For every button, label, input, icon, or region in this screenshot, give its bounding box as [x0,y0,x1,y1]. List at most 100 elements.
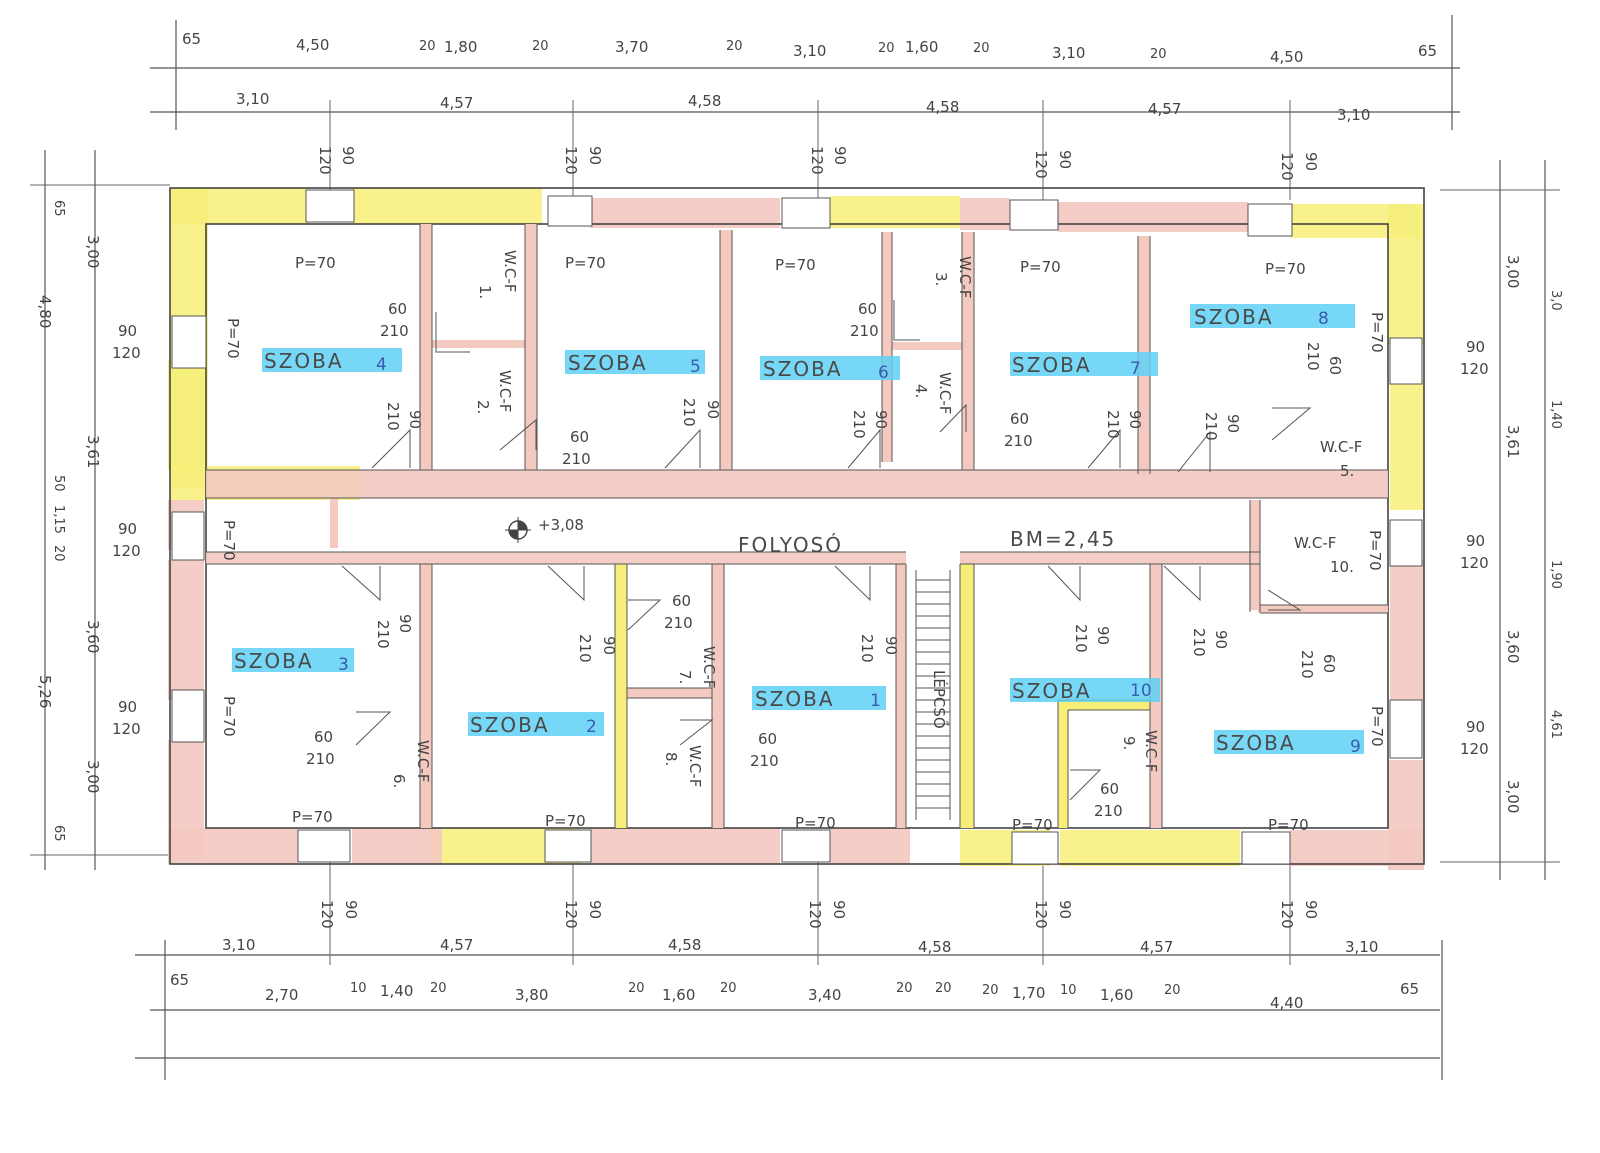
win-left-a-120: 120 [112,344,141,362]
win-top-a-90: 90 [339,146,357,165]
door-swings [341,300,1312,801]
room-8-number: 8 [1318,309,1329,329]
right-dimension-lines [1440,160,1560,880]
parapet-room-9-bottom: P=70 [1268,816,1309,834]
dim-top-1-9: 1,60 [905,38,938,56]
win-top-c-120: 120 [808,146,826,175]
dim-bot-2-4: 20 [430,981,447,996]
room-4-label: SZOBA [264,349,344,373]
parapet-room-7-top: P=70 [1020,258,1061,276]
door-bottom-b: 210 [562,450,591,468]
dim-left-4: 50 [51,475,66,492]
stair-label: LÉPCSŐ [930,670,950,729]
wc-8-label: W.C-F [686,745,704,787]
dim-top-2-2: 4,58 [688,92,721,110]
wc-2-number: 2. [474,400,492,414]
dim-bot-2-16: 20 [1164,983,1181,998]
room-9-number: 9 [1350,737,1361,757]
door-bottom-g: 210 [306,750,335,768]
wc-1-label: W.C-F [501,250,519,292]
corridor-level: +3,08 [538,516,584,534]
dim-bot-2-8: 20 [720,981,737,996]
wc-labels: W.C-F 1. W.C-F 2. W.C-F 3. W.C-F 4. W.C-… [390,250,1362,788]
parapet-room-4-top: P=70 [295,254,336,272]
wc-3-number: 3. [932,272,950,286]
parapet-room-3-side-a: P=70 [220,520,238,561]
corridor-annotation: +3,08 FOLYOSÓ BM=2,45 [505,516,1116,557]
win-bot-b-90: 90 [586,900,604,919]
door90-a-90: 90 [406,410,424,429]
dim-bot-2-17: 4,40 [1270,994,1303,1012]
dim-bot-2-5: 3,80 [515,986,548,1004]
wc-7-number: 7. [676,670,694,684]
parapet-room-10-bottom: P=70 [1012,816,1053,834]
win-top-a-120: 120 [316,146,334,175]
door-bottom-h: 210 [1094,802,1123,820]
room-3-label: SZOBA [234,649,314,673]
corridor-label: FOLYOSÓ [738,533,843,557]
dim-bot-2-18: 65 [1400,980,1419,998]
dim-bot-2-3: 1,40 [380,982,413,1000]
wc-9-label: W.C-F [1142,730,1160,772]
room-1-number: 1 [870,691,881,711]
win-right-c-90: 90 [1466,718,1485,736]
win-top-b-90: 90 [586,146,604,165]
window-size-labels: 90 120 90 120 90 120 90 120 90 120 90 12… [112,146,1489,929]
parapet-room-4-side: P=70 [224,318,242,359]
dim-left-9: 3,00 [84,760,102,793]
dim-right-3: 3,00 [1504,780,1522,813]
door90-i-90: 90 [882,636,900,655]
dim-bot-1-5: 3,10 [1345,938,1378,956]
dim-bot-1-1: 4,57 [440,936,473,954]
door-90-210-labels: 90 210 90 210 90 210 90 210 90 210 60 21… [374,342,1344,679]
door90-k-210: 210 [1190,628,1208,657]
dim-left-8: 5,26 [36,675,54,708]
right-dimension-texts: 3,00 3,61 3,60 3,00 3,0 1,40 1,90 4,61 [1504,255,1563,813]
door-top-d: 60 [1010,410,1029,428]
win-top-d-120: 120 [1032,150,1050,179]
win-top-d-90: 90 [1056,150,1074,169]
dim-right-1: 3,61 [1504,425,1522,458]
dim-top-1-10: 20 [973,41,990,56]
win-bot-d-90: 90 [1056,900,1074,919]
door-top-f: 60 [758,730,777,748]
room-1-label: SZOBA [755,687,835,711]
door-bottom-c: 210 [850,322,879,340]
win-bot-e-120: 120 [1278,900,1296,929]
top-dimension-lines [150,15,1460,200]
dim-top-1-0: 65 [182,30,201,48]
win-left-b-120: 120 [112,542,141,560]
win-bot-c-120: 120 [806,900,824,929]
win-right-b-90: 90 [1466,532,1485,550]
parapet-room-2-bottom: P=70 [545,812,586,830]
door90-l-60: 60 [1320,654,1338,673]
dim-bot-2-12: 20 [982,983,999,998]
dim-top-2-3: 4,58 [926,98,959,116]
door-top-a: 60 [388,300,407,318]
dim-left-2: 4,80 [36,295,54,328]
wc-9-number: 9. [1120,736,1138,750]
corridor-height: BM=2,45 [1010,527,1116,551]
dim-bot-2-1: 2,70 [265,986,298,1004]
dim-left-3: 3,61 [84,435,102,468]
parapet-wc-10-side: P=70 [1366,530,1384,571]
dim-bot-1-3: 4,58 [918,938,951,956]
room-2-label: SZOBA [470,713,550,737]
dim-bot-1-2: 4,58 [668,936,701,954]
dim-bot-2-13: 1,70 [1012,984,1045,1002]
wc-1-number: 1. [476,285,494,299]
dim-bot-1-0: 3,10 [222,936,255,954]
win-right-a-90: 90 [1466,338,1485,356]
dim-bot-2-14: 10 [1060,983,1077,998]
door90-f-210: 210 [1304,342,1322,371]
parapet-room-5-top: P=70 [565,254,606,272]
wc-10-number: 10. [1330,558,1354,576]
parapet-room-8-top: P=70 [1265,260,1306,278]
door-top-c: 60 [858,300,877,318]
interior-walls [206,224,1388,828]
dim-left-10: 65 [51,825,66,842]
dim-left-0: 65 [51,200,66,217]
dim-left-7: 3,60 [84,620,102,653]
win-right-b-120: 120 [1460,554,1489,572]
